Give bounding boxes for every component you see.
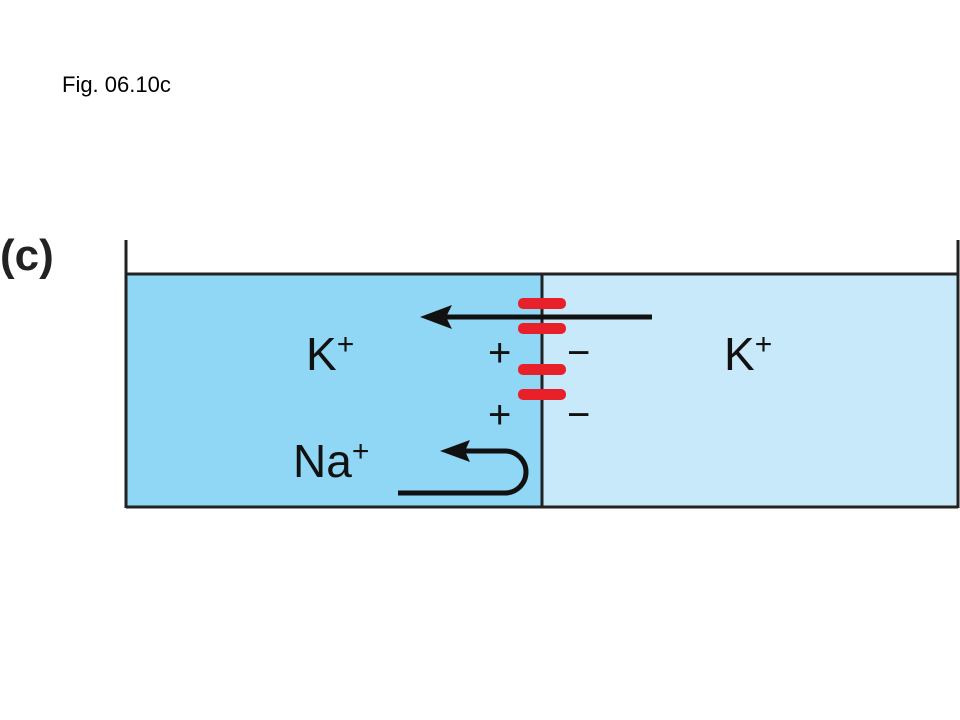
channel-bar xyxy=(518,323,566,334)
right-charge: − xyxy=(567,393,590,437)
left-k-ion: K+ xyxy=(306,328,354,380)
channel-bar xyxy=(518,298,566,309)
left-compartment xyxy=(126,273,542,507)
figure-caption: Fig. 06.10c xyxy=(62,72,171,97)
left-charge: + xyxy=(488,331,511,375)
channel-bar xyxy=(518,389,566,400)
left-na-ion: Na+ xyxy=(293,435,369,487)
panel-label: (c) xyxy=(0,231,54,280)
right-k-ion: K+ xyxy=(724,328,772,380)
ion-channels xyxy=(518,298,566,400)
right-charge: − xyxy=(567,331,590,375)
left-charge: + xyxy=(488,393,511,437)
na-return-arrow xyxy=(398,440,529,496)
k-flux-arrow xyxy=(420,305,652,329)
channel-bar xyxy=(518,364,566,375)
right-compartment xyxy=(542,273,958,507)
